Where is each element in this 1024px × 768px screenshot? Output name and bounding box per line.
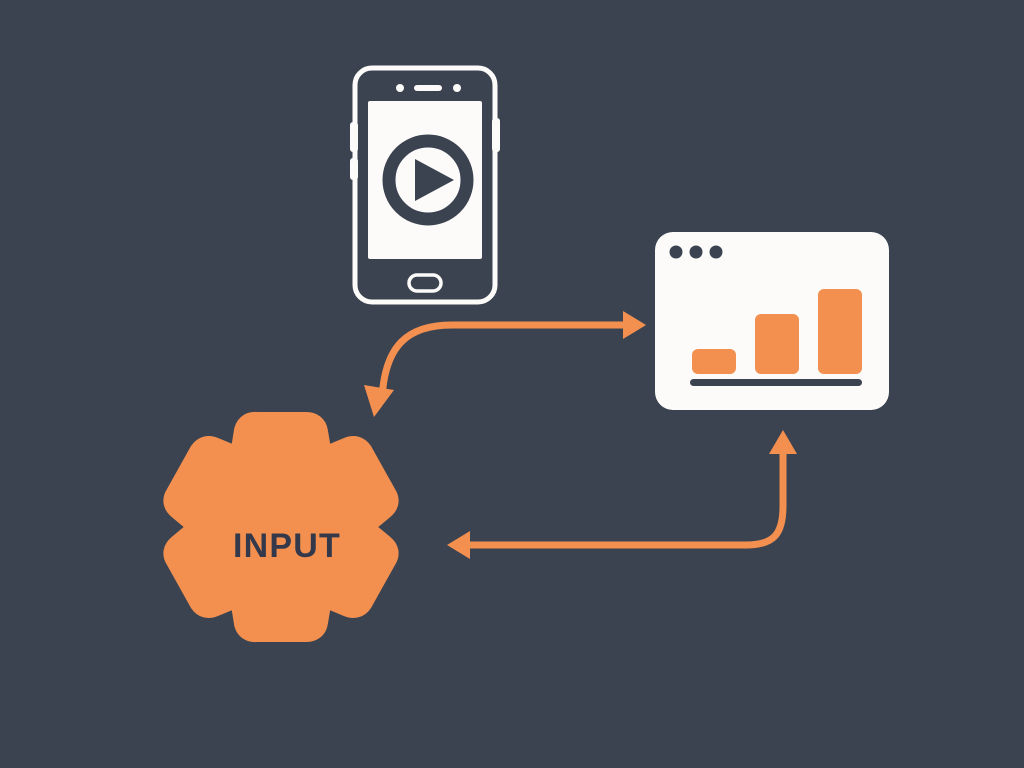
arrow-bottom-shaft (458, 444, 787, 549)
gear-node-input[interactable]: INPUT (163, 411, 399, 643)
window-dot-two-icon[interactable] (689, 245, 703, 259)
play-button-ring-icon[interactable] (382, 134, 474, 226)
window-dot-three-icon[interactable] (709, 245, 723, 259)
arrow-bottom-head-left-icon (447, 531, 470, 559)
browser-window-bar-chart-icon[interactable] (655, 232, 889, 410)
front-camera-dot-icon (396, 84, 404, 92)
phone-body (352, 65, 498, 305)
sensor-dot-icon (453, 84, 461, 92)
play-button-triangle-icon[interactable] (415, 159, 454, 201)
gear-node-label: INPUT (233, 527, 341, 565)
window-dot-one-icon[interactable] (669, 245, 683, 259)
arrow-window-to-gear (447, 430, 797, 559)
chart-bar-1 (692, 349, 736, 374)
arrow-bottom-head-up-icon (769, 430, 797, 454)
arrow-top-head-down-left-icon (364, 385, 394, 417)
smartphone-video-icon[interactable] (350, 65, 500, 305)
arrow-top-shaft (378, 321, 636, 402)
earpiece-speaker-icon (414, 85, 442, 91)
chart-bar-3 (818, 289, 862, 374)
phone-home-button-icon[interactable] (407, 273, 443, 293)
chart-baseline-axis (690, 379, 862, 386)
chart-bar-2 (755, 314, 799, 374)
arrow-top-head-right-icon (623, 311, 646, 339)
arrow-phone-to-window (364, 311, 646, 417)
gear-shape-icon (163, 411, 399, 643)
